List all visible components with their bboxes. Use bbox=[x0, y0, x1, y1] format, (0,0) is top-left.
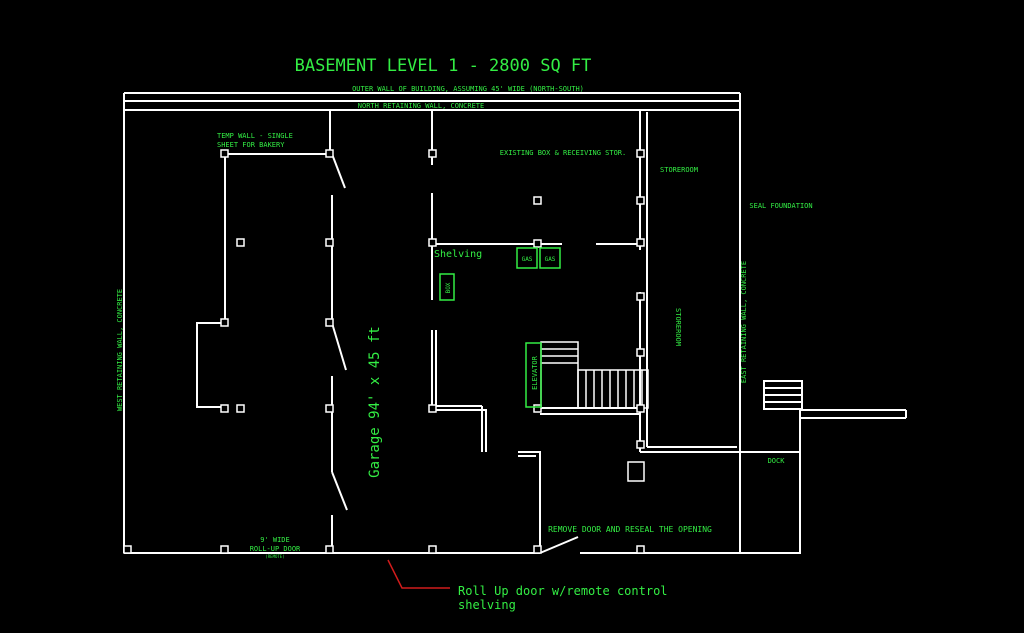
door-swing bbox=[331, 471, 348, 511]
column bbox=[220, 545, 229, 554]
dock-wall bbox=[740, 451, 801, 554]
temp-wall-label: TEMP WALL - SINGLE bbox=[217, 132, 293, 140]
dock-label: DOCK bbox=[768, 457, 786, 465]
storeroom-vertical-label: STOREROOM bbox=[674, 308, 682, 346]
elevator-fixture bbox=[525, 342, 542, 408]
remove-door-label: REMOVE DOOR AND RESEAL THE OPENING bbox=[548, 525, 712, 534]
partition-line bbox=[431, 330, 487, 452]
walls bbox=[123, 92, 907, 554]
column bbox=[533, 404, 542, 413]
stair-upper-run bbox=[540, 341, 579, 409]
column bbox=[533, 545, 542, 554]
rollup-door-label: (REMOTE) bbox=[265, 554, 284, 559]
garage-label: Garage 94' x 45 ft bbox=[367, 326, 383, 478]
partition-line bbox=[518, 451, 541, 548]
seal-foundation-label: SEAL FOUNDATION bbox=[749, 202, 812, 210]
door-swing bbox=[331, 153, 346, 189]
column bbox=[636, 348, 645, 357]
column bbox=[428, 545, 437, 554]
rollup-note: shelving bbox=[458, 598, 516, 612]
west-wall-label: WEST RETAINING WALL, CONCRETE bbox=[116, 289, 124, 411]
fixtures bbox=[439, 247, 561, 408]
column bbox=[636, 196, 645, 205]
door-swing bbox=[539, 536, 579, 554]
column bbox=[636, 292, 645, 301]
gas-label: GAS bbox=[522, 256, 533, 263]
rollup-note: Roll Up door w/remote control bbox=[458, 584, 668, 598]
column-large bbox=[627, 461, 645, 482]
temp-wall-bakery bbox=[196, 153, 330, 408]
column bbox=[636, 440, 645, 449]
column bbox=[325, 149, 334, 158]
stair-lower-run bbox=[577, 369, 649, 409]
column bbox=[636, 404, 645, 413]
drawing-title: BASEMENT LEVEL 1 - 2800 SQ FT bbox=[295, 56, 592, 76]
shelving-label: Shelving bbox=[434, 249, 482, 260]
gas-fixture bbox=[539, 247, 561, 269]
column bbox=[636, 238, 645, 247]
storeroom-label: STOREROOM bbox=[660, 166, 698, 174]
column bbox=[533, 239, 542, 248]
column bbox=[428, 238, 437, 247]
gas-fixture bbox=[516, 247, 538, 269]
column bbox=[325, 238, 334, 247]
column bbox=[236, 238, 245, 247]
column bbox=[325, 545, 334, 554]
column bbox=[636, 545, 645, 554]
north-wall-label: NORTH RETAINING WALL, CONCRETE bbox=[358, 102, 484, 110]
stairs bbox=[540, 341, 649, 409]
rollup-door-label: ROLL-UP DOOR bbox=[250, 545, 301, 553]
column bbox=[428, 404, 437, 413]
column bbox=[123, 545, 132, 554]
gas-label: GAS bbox=[545, 256, 556, 263]
rollup-door-label: 9' WIDE bbox=[260, 536, 290, 544]
box-label: BOX bbox=[445, 282, 452, 293]
column bbox=[325, 404, 334, 413]
elevator-label: ELEVATOR bbox=[531, 355, 539, 390]
rollup-door-leader bbox=[387, 559, 450, 589]
temp-wall-label: SHEET FOR BAKERY bbox=[217, 141, 285, 149]
east-wall-label: EAST RETAINING WALL, CONCRETE bbox=[740, 261, 748, 383]
column bbox=[220, 149, 229, 158]
column bbox=[428, 149, 437, 158]
column bbox=[533, 196, 542, 205]
existing-box-label: EXISTING BOX & RECEIVING STOR. bbox=[500, 149, 626, 157]
box-fixture bbox=[439, 273, 455, 301]
column bbox=[220, 404, 229, 413]
column bbox=[236, 404, 245, 413]
column bbox=[325, 318, 334, 327]
column bbox=[636, 149, 645, 158]
columns bbox=[123, 149, 645, 554]
door-swing bbox=[331, 322, 347, 371]
column bbox=[220, 318, 229, 327]
outer-wall-label: OUTER WALL OF BUILDING, ASSUMING 45' WID… bbox=[352, 85, 584, 93]
